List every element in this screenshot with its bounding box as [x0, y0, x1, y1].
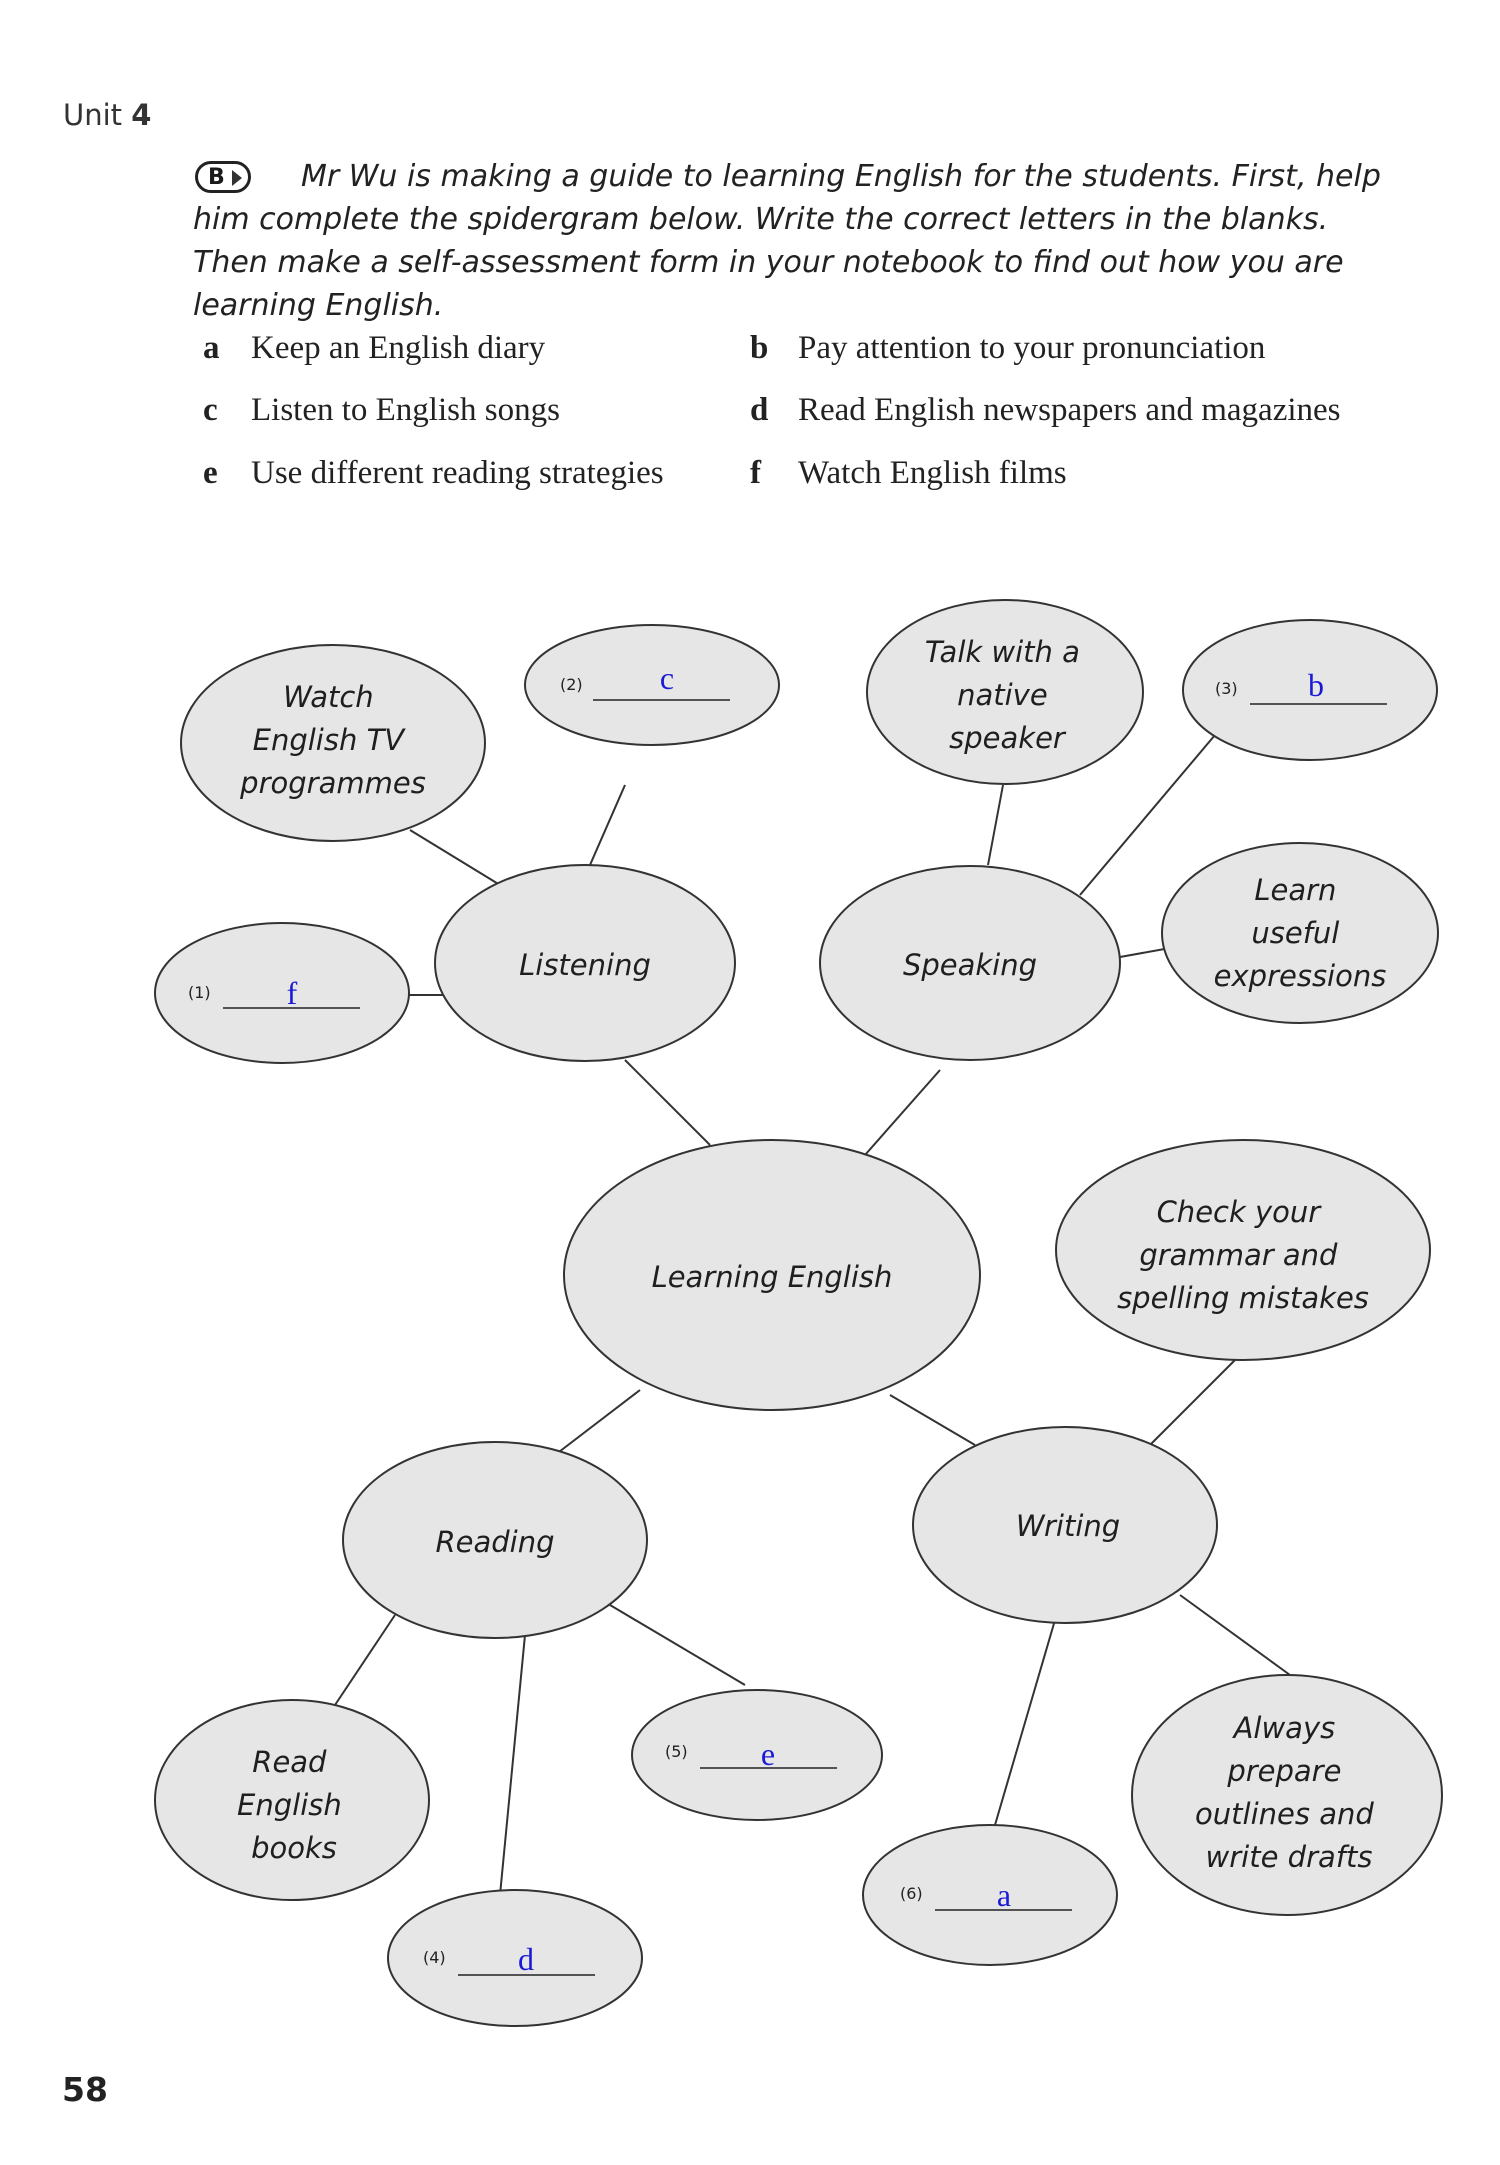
bubble-reading: [342, 1441, 648, 1639]
blank-answer: b: [1308, 667, 1324, 703]
task-badge-letter: B: [208, 164, 225, 190]
option-letter: b: [750, 330, 769, 366]
blank-number: (5): [665, 1742, 688, 1761]
bubble-blank-5: [631, 1689, 883, 1821]
blank-number: (4): [423, 1948, 446, 1967]
option-text: Keep an English diary: [251, 330, 546, 366]
writing-label: Writing: [1016, 1509, 1120, 1543]
bubble-blank-3: [1182, 619, 1438, 761]
check-grammar-label: Check your grammar and spelling mistakes: [1117, 1195, 1369, 1315]
task-instructions: Mr Wu is making a guide to learning Engl…: [193, 159, 1381, 323]
bubble-blank-6: [862, 1824, 1118, 1966]
option-text: Pay attention to your pronunciation: [798, 330, 1266, 366]
blank-answer: d: [518, 1941, 534, 1977]
blank-4[interactable]: (4) d: [423, 1941, 595, 1977]
learn-expr-label: Learn useful expressions: [1214, 873, 1387, 993]
watch-tv-label: Watch English TV programmes: [239, 680, 426, 800]
blank-number: (2): [560, 675, 583, 694]
connector-lines: [324, 734, 1291, 1896]
bubble-outlines: [1131, 1674, 1443, 1916]
task-badge: B: [195, 161, 251, 193]
talk-native-label: Talk with a native speaker: [925, 635, 1089, 755]
blank-1[interactable]: (1) f: [188, 975, 360, 1011]
blank-answer: a: [997, 1877, 1011, 1913]
blank-5[interactable]: (5) e: [665, 1736, 837, 1772]
center-label: Learning English: [652, 1260, 893, 1294]
option-letter: a: [203, 330, 220, 366]
bubble-blank-4: [387, 1889, 643, 2027]
option-text: Listen to English songs: [251, 392, 560, 428]
page-number: 58: [62, 2070, 108, 2109]
blank-number: (6): [900, 1884, 923, 1903]
option-text: Use different reading strategies: [251, 455, 664, 491]
blank-number: (3): [1215, 679, 1238, 698]
bubble-speaking: [819, 865, 1121, 1061]
unit-label: Unit 4: [63, 98, 151, 132]
bubble-read-books: [154, 1699, 430, 1901]
option-letter: f: [750, 455, 761, 491]
option-letter: c: [203, 392, 218, 428]
blank-answer: e: [761, 1736, 775, 1772]
bubble-talk-native: [866, 599, 1144, 785]
read-books-label: Read English books: [237, 1745, 351, 1865]
bubble-writing: [912, 1426, 1218, 1624]
bubble-listening: [434, 864, 736, 1062]
option-item: f Watch English films: [750, 455, 1067, 492]
reading-label: Reading: [435, 1525, 554, 1559]
unit-word: Unit: [63, 98, 123, 132]
option-item: c Listen to English songs: [203, 392, 560, 429]
outlines-label: Always prepare outlines and write drafts: [1195, 1711, 1383, 1874]
play-arrow-icon: [232, 170, 242, 186]
bubble-watch-tv: [180, 644, 486, 842]
bubble-learn-expr: [1161, 842, 1439, 1024]
option-item: e Use different reading strategies: [203, 455, 664, 492]
bubbles: [154, 599, 1443, 2027]
unit-number: 4: [131, 98, 152, 132]
option-item: d Read English newspapers and magazines: [750, 392, 1341, 429]
blank-answer: f: [287, 975, 298, 1011]
speaking-label: Speaking: [903, 948, 1037, 982]
option-text: Watch English films: [798, 455, 1067, 491]
bubble-center: [563, 1139, 981, 1411]
option-item: b Pay attention to your pronunciation: [750, 330, 1265, 367]
blank-3[interactable]: (3) b: [1215, 667, 1387, 705]
option-item: a Keep an English diary: [203, 330, 545, 367]
option-letter: e: [203, 455, 218, 491]
blank-6[interactable]: (6) a: [900, 1877, 1072, 1913]
bubble-check-grammar: [1055, 1139, 1431, 1361]
blank-2[interactable]: (2) c: [560, 660, 730, 701]
bubble-blank-1: [154, 922, 410, 1064]
listening-label: Listening: [519, 948, 651, 982]
option-letter: d: [750, 392, 769, 428]
option-text: Read English newspapers and magazines: [798, 392, 1341, 428]
blank-number: (1): [188, 983, 211, 1002]
bubble-blank-2: [524, 624, 780, 746]
blank-answer: c: [660, 660, 674, 696]
